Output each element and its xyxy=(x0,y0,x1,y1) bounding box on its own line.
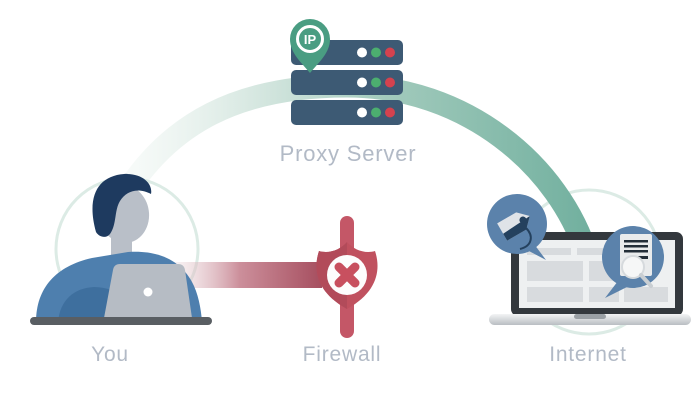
blocked-route-beam xyxy=(174,262,322,288)
document-search-bubble xyxy=(602,226,664,298)
server-stack: IP xyxy=(290,19,403,125)
laptop-base xyxy=(489,314,691,325)
desk xyxy=(30,317,212,325)
led-red-icon xyxy=(385,77,395,88)
firewall-illustration xyxy=(316,216,378,338)
you-label: You xyxy=(91,343,129,366)
magnifier-icon xyxy=(621,255,653,288)
led-green-icon xyxy=(371,77,381,88)
internet-label: Internet xyxy=(549,343,627,366)
server-unit xyxy=(291,70,403,95)
led-white-icon xyxy=(357,47,367,58)
price-tag-icon xyxy=(497,212,530,241)
ip-pin-icon: IP xyxy=(290,19,330,73)
ip-pin-text: IP xyxy=(304,32,317,47)
led-red-icon xyxy=(385,47,395,58)
x-icon xyxy=(334,262,360,288)
person-illustration xyxy=(30,173,212,325)
laptop-base-notch xyxy=(574,314,606,319)
led-red-icon xyxy=(385,107,395,118)
led-green-icon xyxy=(371,107,381,118)
firewall-label: Firewall xyxy=(302,343,382,366)
server-unit xyxy=(291,100,403,125)
laptop-logo-dot xyxy=(143,287,153,297)
tag-string xyxy=(519,227,532,250)
led-green-icon xyxy=(371,47,381,58)
person-hair xyxy=(92,173,152,237)
led-white-icon xyxy=(357,107,367,118)
price-tag-bubble xyxy=(487,194,547,260)
led-white-icon xyxy=(357,77,367,88)
proxy-server-label: Proxy Server xyxy=(279,141,417,166)
